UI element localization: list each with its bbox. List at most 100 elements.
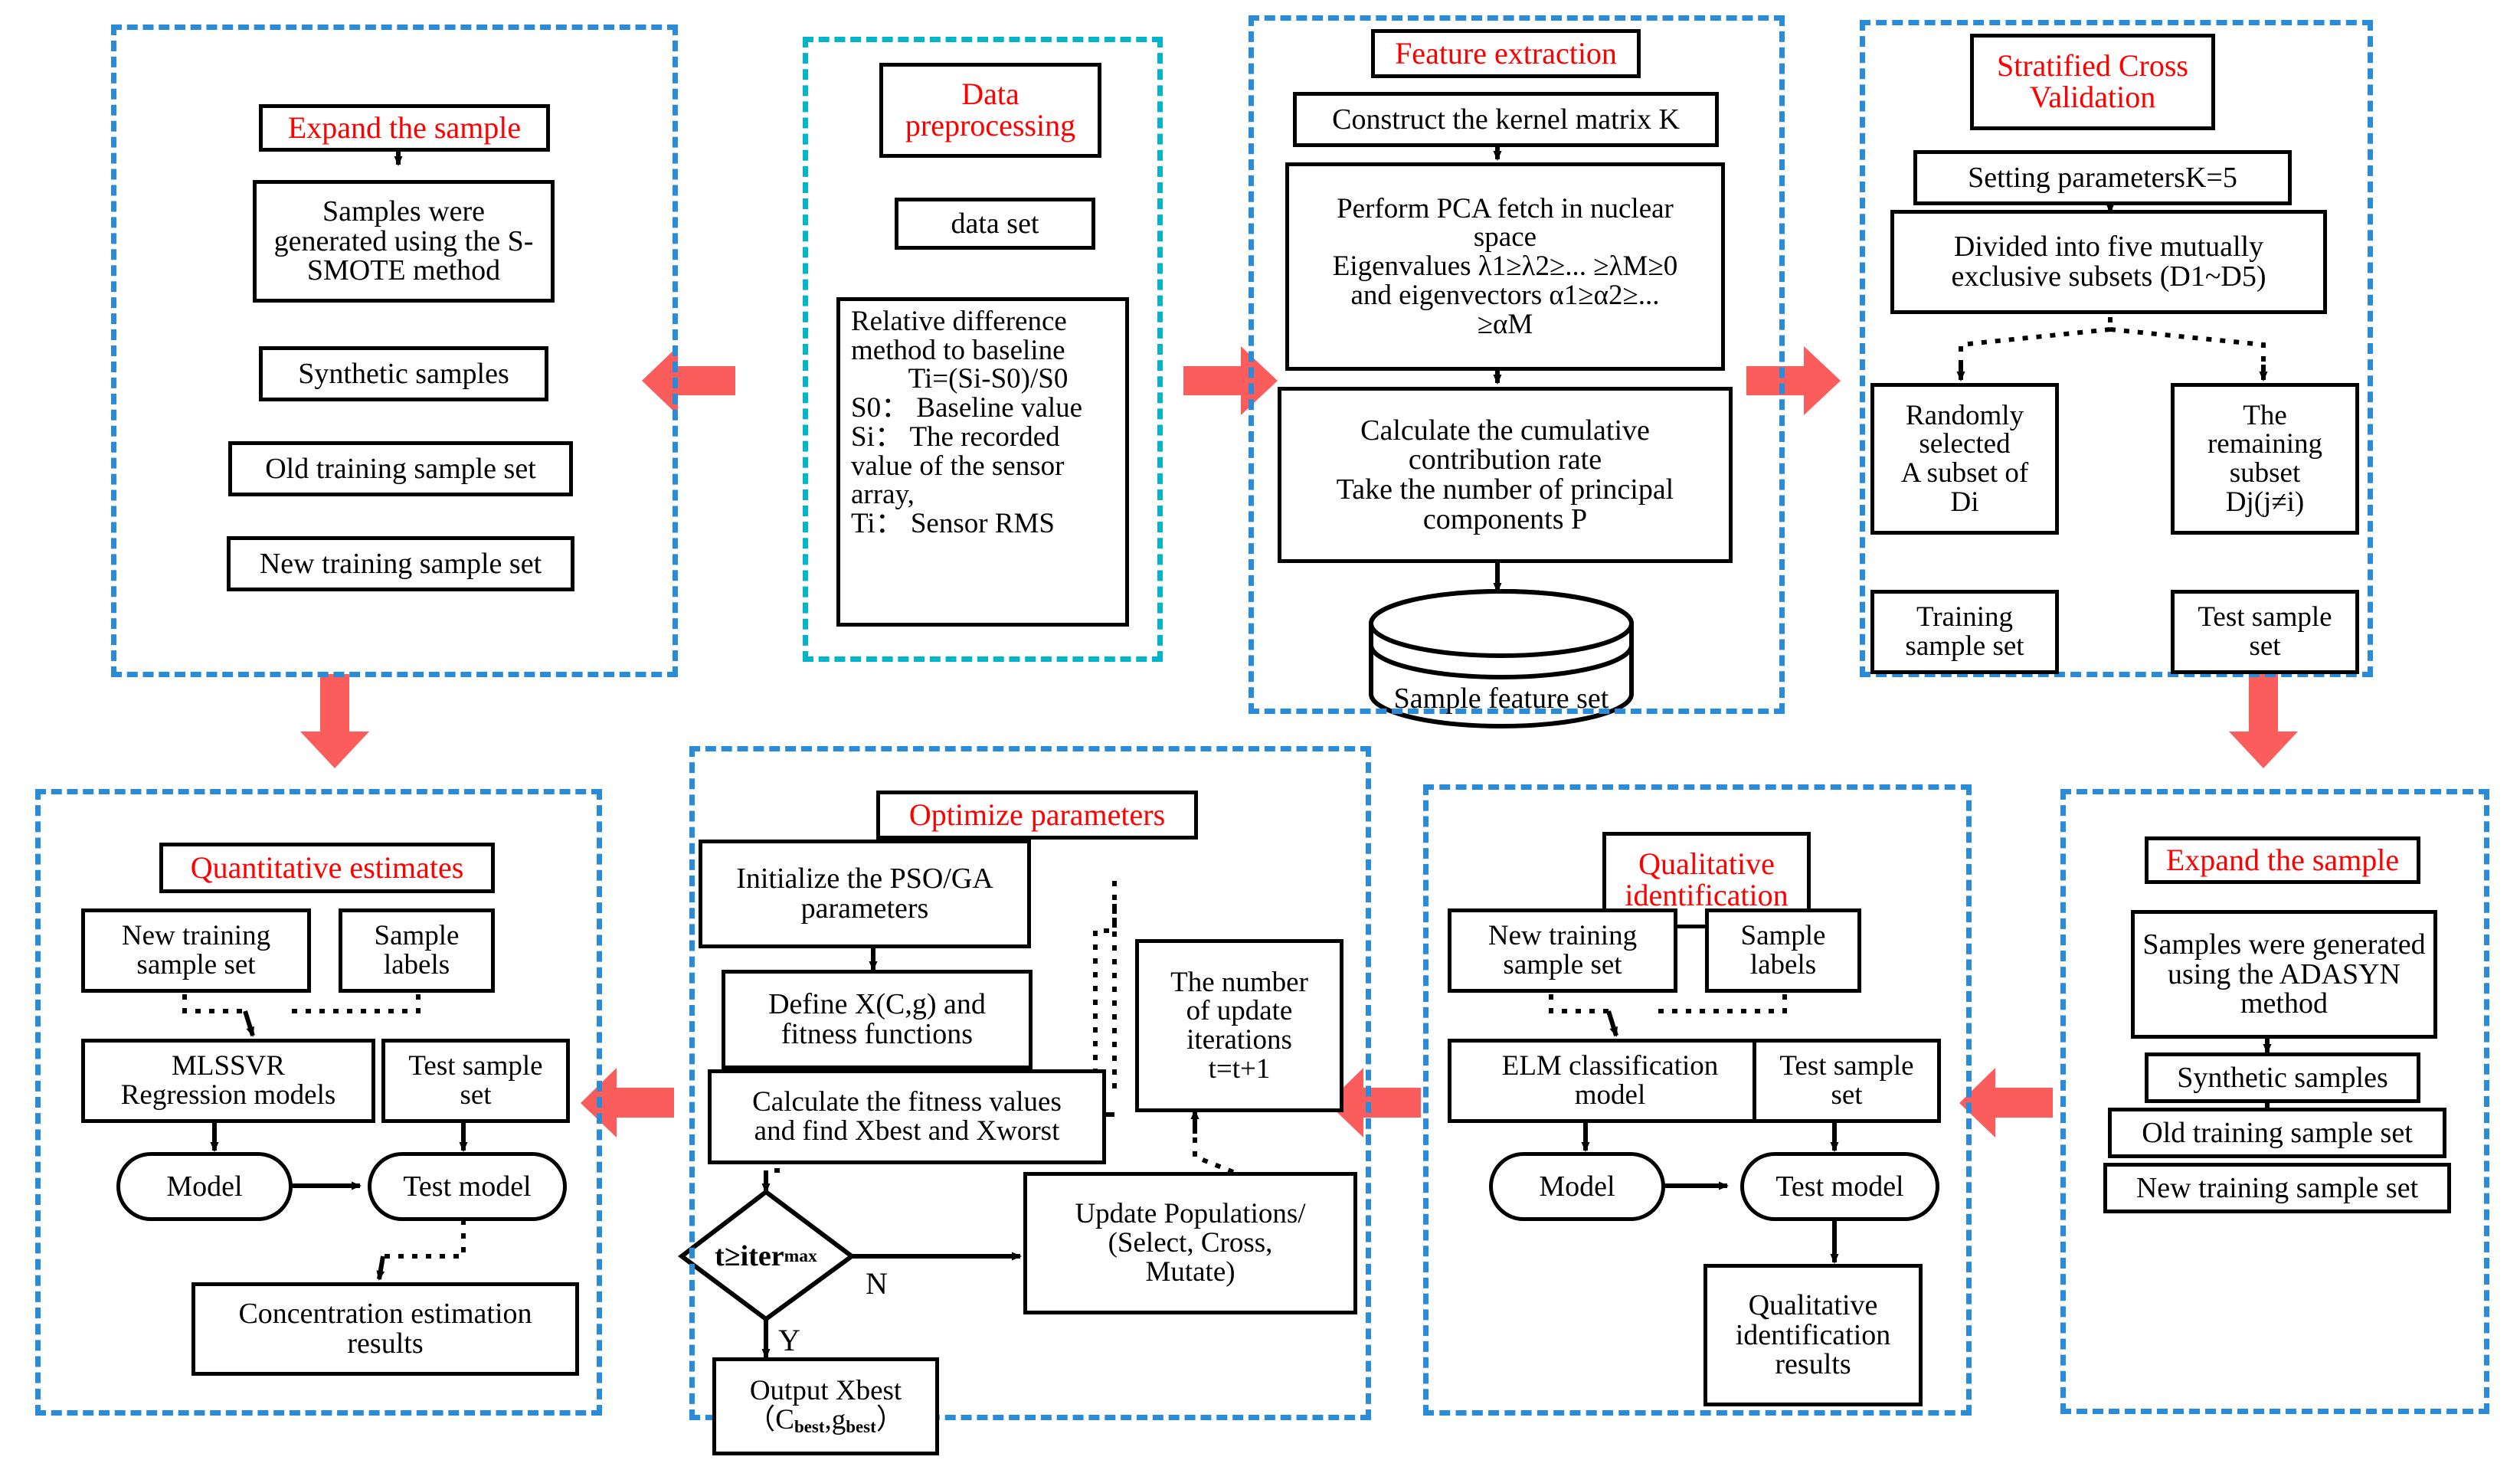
node-model-qual: Model xyxy=(1489,1152,1665,1221)
random-line-4: Di xyxy=(1950,486,1979,518)
panel-title-stratified-cross-validation: Stratified Cross Validation xyxy=(1970,34,2215,130)
output-line-1: Output Xbest xyxy=(749,1375,902,1407)
panel-title-feature-extraction: Feature extraction xyxy=(1371,29,1641,78)
relative-line-1: Relative difference xyxy=(851,306,1067,337)
relative-line-4: S0： Baseline value xyxy=(851,392,1083,424)
node-test-model-qual: Test model xyxy=(1740,1152,1939,1221)
panel-title-expand-sample-smote: Expand the sample xyxy=(259,104,550,152)
node-sample-labels-qual: Sample labels xyxy=(1705,908,1861,993)
iter-line-1: The number xyxy=(1170,966,1308,998)
node-data-set: data set xyxy=(895,198,1095,250)
node-initialize-pso-ga: Initialize the PSO/GA parameters xyxy=(699,840,1031,948)
node-perform-pca: Perform PCA fetch in nuclear space Eigen… xyxy=(1285,162,1725,371)
update-line-3: Mutate) xyxy=(1145,1255,1235,1288)
cumulative-line-1: Calculate the cumulative xyxy=(1360,414,1650,447)
red-flow-arrows xyxy=(300,346,2298,1138)
node-construct-kernel-matrix: Construct the kernel matrix K xyxy=(1293,92,1719,147)
node-sample-labels-quant: Sample labels xyxy=(339,908,495,993)
node-new-training-set-smote: New training sample set xyxy=(227,536,574,591)
relative-line-6: value of the sensor xyxy=(851,450,1065,482)
labels-line-1: Sample xyxy=(374,920,460,952)
decision-subscript: max xyxy=(784,1246,817,1266)
panel-optimize-parameters xyxy=(689,746,1371,1420)
node-new-training-set-quant: New training sample set xyxy=(81,908,311,993)
elm-line-1: ELM classification xyxy=(1501,1050,1719,1082)
divided-line-2: exclusive subsets (D1~D5) xyxy=(1951,260,2266,293)
node-old-training-set-smote: Old training sample set xyxy=(228,441,573,496)
calcfit-line-1: Calculate the fitness values xyxy=(752,1086,1062,1118)
iter-line-3: iterations xyxy=(1186,1024,1292,1056)
sample-feature-set-cylinder xyxy=(1369,589,1634,728)
training-line-1: Training xyxy=(1916,601,2014,633)
update-line-2: (Select, Cross, xyxy=(1108,1227,1273,1259)
iter-line-4: t=t+1 xyxy=(1208,1052,1271,1085)
test-line-1: Test sample xyxy=(2198,601,2332,633)
relative-line-7: array, xyxy=(851,479,915,511)
node-synthetic-samples-smote: Synthetic samples xyxy=(259,346,548,401)
node-mlssvr-regression-models: MLSSVR Regression models xyxy=(81,1039,375,1123)
cumulative-line-2: contribution rate xyxy=(1408,444,1602,476)
node-model-quant: Model xyxy=(116,1152,293,1221)
relative-line-8: Ti： Sensor RMS xyxy=(851,508,1055,540)
decision-diamond xyxy=(678,1189,856,1322)
remaining-line-2: remaining xyxy=(2207,428,2322,460)
panel-quantitative-estimates xyxy=(35,789,602,1416)
relative-line-2: method to baseline xyxy=(851,334,1065,366)
elm-line-2: model xyxy=(1574,1079,1646,1111)
node-update-populations: Update Populations/ (Select, Cross, Muta… xyxy=(1023,1172,1357,1314)
update-line-1: Update Populations/ xyxy=(1075,1198,1306,1230)
node-calculate-fitness-values: Calculate the fitness values and find Xb… xyxy=(708,1069,1106,1164)
node-randomly-selected-subset: Randomly selected A subset of Di xyxy=(1870,383,2059,535)
newtrain-line-2: sample set xyxy=(136,949,256,980)
init-line-2: parameters xyxy=(800,892,929,925)
output-line-2: （Cbest,gbest） xyxy=(747,1404,905,1437)
qualres-line-2: identification xyxy=(1735,1318,1891,1351)
labels-line-2: labels xyxy=(383,949,450,980)
pca-line-3: Eigenvalues λ1≥λ2≥... ≥λM≥0 xyxy=(1332,250,1678,283)
qual-testset-line-2: set xyxy=(1831,1079,1863,1111)
pca-line-2: space xyxy=(1473,221,1537,254)
qualitative-title-line-1: Qualitative xyxy=(1638,846,1775,882)
node-remaining-subset: The remaining subset Dj(j≠i) xyxy=(2171,383,2359,535)
node-test-sample-set-cv: Test sample set xyxy=(2171,590,2359,674)
cumulative-line-4: components P xyxy=(1422,502,1588,535)
iter-line-2: of update xyxy=(1186,995,1293,1027)
node-concentration-estimation-results: Concentration estimation results xyxy=(191,1282,579,1376)
output-sub-gbest: best xyxy=(846,1417,876,1437)
mlssvr-line-2: Regression models xyxy=(120,1079,336,1111)
node-samples-generated-smote: Samples were generated using the S-SMOTE… xyxy=(253,180,555,303)
pca-line-1: Perform PCA fetch in nuclear xyxy=(1337,192,1674,224)
panel-title-quantitative-estimates: Quantitative estimates xyxy=(159,843,495,893)
node-define-x-and-fitness: Define X(C,g) and fitness functions xyxy=(722,970,1033,1069)
calcfit-line-2: and find Xbest and Xworst xyxy=(754,1115,1060,1147)
qualitative-title-line-2: identification xyxy=(1625,878,1789,912)
divided-line-1: Divided into five mutually xyxy=(1953,231,2264,264)
decision-text: t≥iter xyxy=(715,1240,784,1272)
panel-title-data-preprocessing: Data preprocessing xyxy=(879,63,1101,158)
label-sample-feature-set: Sample feature set xyxy=(1393,683,1609,715)
node-qualitative-identification-results: Qualitative identification results xyxy=(1703,1264,1923,1406)
remaining-line-1: The xyxy=(2243,399,2287,431)
node-elm-classification-model: ELM classification model xyxy=(1448,1039,1772,1123)
panel-title-optimize-parameters: Optimize parameters xyxy=(876,791,1198,840)
relative-line-5: Si： The recorded xyxy=(851,421,1060,453)
node-new-training-set-adasyn: New training sample set xyxy=(2103,1163,2451,1213)
qual-newtrain-line-1: New training xyxy=(1487,920,1638,952)
define-line-1: Define X(C,g) and xyxy=(768,988,986,1021)
panel-qualitative-identification xyxy=(1423,784,1972,1416)
newtrain-line-1: New training xyxy=(121,920,271,952)
conc-line-2: results xyxy=(347,1327,424,1360)
init-line-1: Initialize the PSO/GA xyxy=(736,863,993,895)
node-synthetic-samples-adasyn: Synthetic samples xyxy=(2145,1052,2420,1103)
output-sub-cbest: best xyxy=(794,1417,825,1437)
branch-label-yes: Y xyxy=(778,1323,800,1357)
define-line-2: fitness functions xyxy=(781,1018,974,1050)
panel-expand-sample-adasyn xyxy=(2060,789,2489,1414)
node-samples-generated-adasyn: Samples were generated using the ADASYN … xyxy=(2131,910,2437,1039)
pca-line-5: ≥αM xyxy=(1477,308,1533,340)
branch-label-no: N xyxy=(866,1266,888,1301)
node-old-training-set-adasyn: Old training sample set xyxy=(2108,1108,2446,1158)
pca-line-4: and eigenvectors α1≥α2≥... xyxy=(1350,279,1660,311)
testset-line-1: Test sample xyxy=(408,1050,543,1082)
